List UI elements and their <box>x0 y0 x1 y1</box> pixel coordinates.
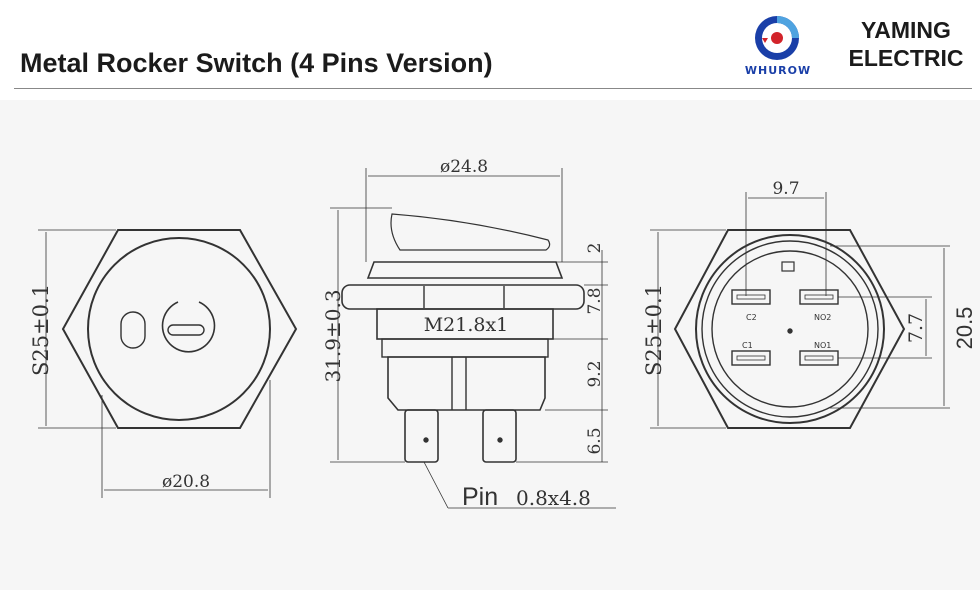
power-symbol-bar <box>167 324 205 336</box>
technical-drawing: S25±0.1 ø20.8 <box>0 100 980 590</box>
side-housing <box>387 356 546 411</box>
side-rocker-cap <box>390 213 551 251</box>
terminal-label-no1: NO1 <box>814 341 831 350</box>
side-dim-2: 2 <box>585 243 605 254</box>
terminal-label-no2: NO2 <box>814 313 831 322</box>
logo-text: WHUROW <box>744 64 812 77</box>
terminal-no1 <box>799 350 839 366</box>
terminal-label-c2: C2 <box>746 313 757 322</box>
side-dim-7-8: 7.8 <box>585 287 605 314</box>
brand-name: YAMING ELECTRIC <box>846 16 966 72</box>
front-view: S25±0.1 ø20.8 <box>29 229 298 498</box>
terminal-c2 <box>731 289 771 305</box>
side-pin-right <box>482 409 517 463</box>
pin-size: 0.8x4.8 <box>516 486 591 510</box>
side-hex-nut <box>341 284 585 310</box>
back-s-dim: S25±0.1 <box>642 284 666 376</box>
brand-line-1: YAMING <box>861 17 951 43</box>
side-bezel <box>366 261 564 279</box>
side-view: ø24.8 31.9±0.3 M21.8x1 2 7.8 9.2 6.5 Pin… <box>321 157 616 511</box>
side-dim-9-2: 9.2 <box>585 360 605 387</box>
brand-line-2: ELECTRIC <box>848 45 964 71</box>
brand-logo-icon <box>755 16 799 60</box>
back-spacing-dim: 9.7 <box>772 179 799 199</box>
side-pin-left <box>404 409 439 463</box>
front-dia-dim: ø20.8 <box>162 472 210 492</box>
terminal-no2 <box>799 289 839 305</box>
front-hex-nut <box>61 229 298 429</box>
front-rocker-face <box>87 237 271 421</box>
back-outer-dim: 20.5 <box>952 307 977 350</box>
header-rule <box>14 88 972 89</box>
side-dia-dim: ø24.8 <box>440 157 488 177</box>
side-thread-label: M21.8x1 <box>424 314 509 336</box>
side-dim-6-5: 6.5 <box>585 427 605 454</box>
power-symbol-icon <box>161 301 216 353</box>
pin-label: Pin <box>462 483 498 511</box>
front-indicator-slot <box>120 311 146 349</box>
back-outer-ring <box>695 234 885 424</box>
side-height-dim: 31.9±0.3 <box>321 289 345 382</box>
back-inner-ring <box>701 240 879 418</box>
terminal-c1 <box>731 350 771 366</box>
header: Metal Rocker Switch (4 Pins Version) WHU… <box>0 0 980 100</box>
terminal-label-c1: C1 <box>742 341 753 350</box>
back-hex-nut <box>673 229 906 429</box>
back-housing-face <box>711 250 869 408</box>
front-s-dim: S25±0.1 <box>29 284 53 376</box>
back-view: C2 NO2 C1 NO1 9.7 S25±0.1 7.7 20.5 <box>642 179 977 429</box>
back-inner-dim: 7.7 <box>905 313 927 343</box>
page-title: Metal Rocker Switch (4 Pins Version) <box>20 48 493 78</box>
